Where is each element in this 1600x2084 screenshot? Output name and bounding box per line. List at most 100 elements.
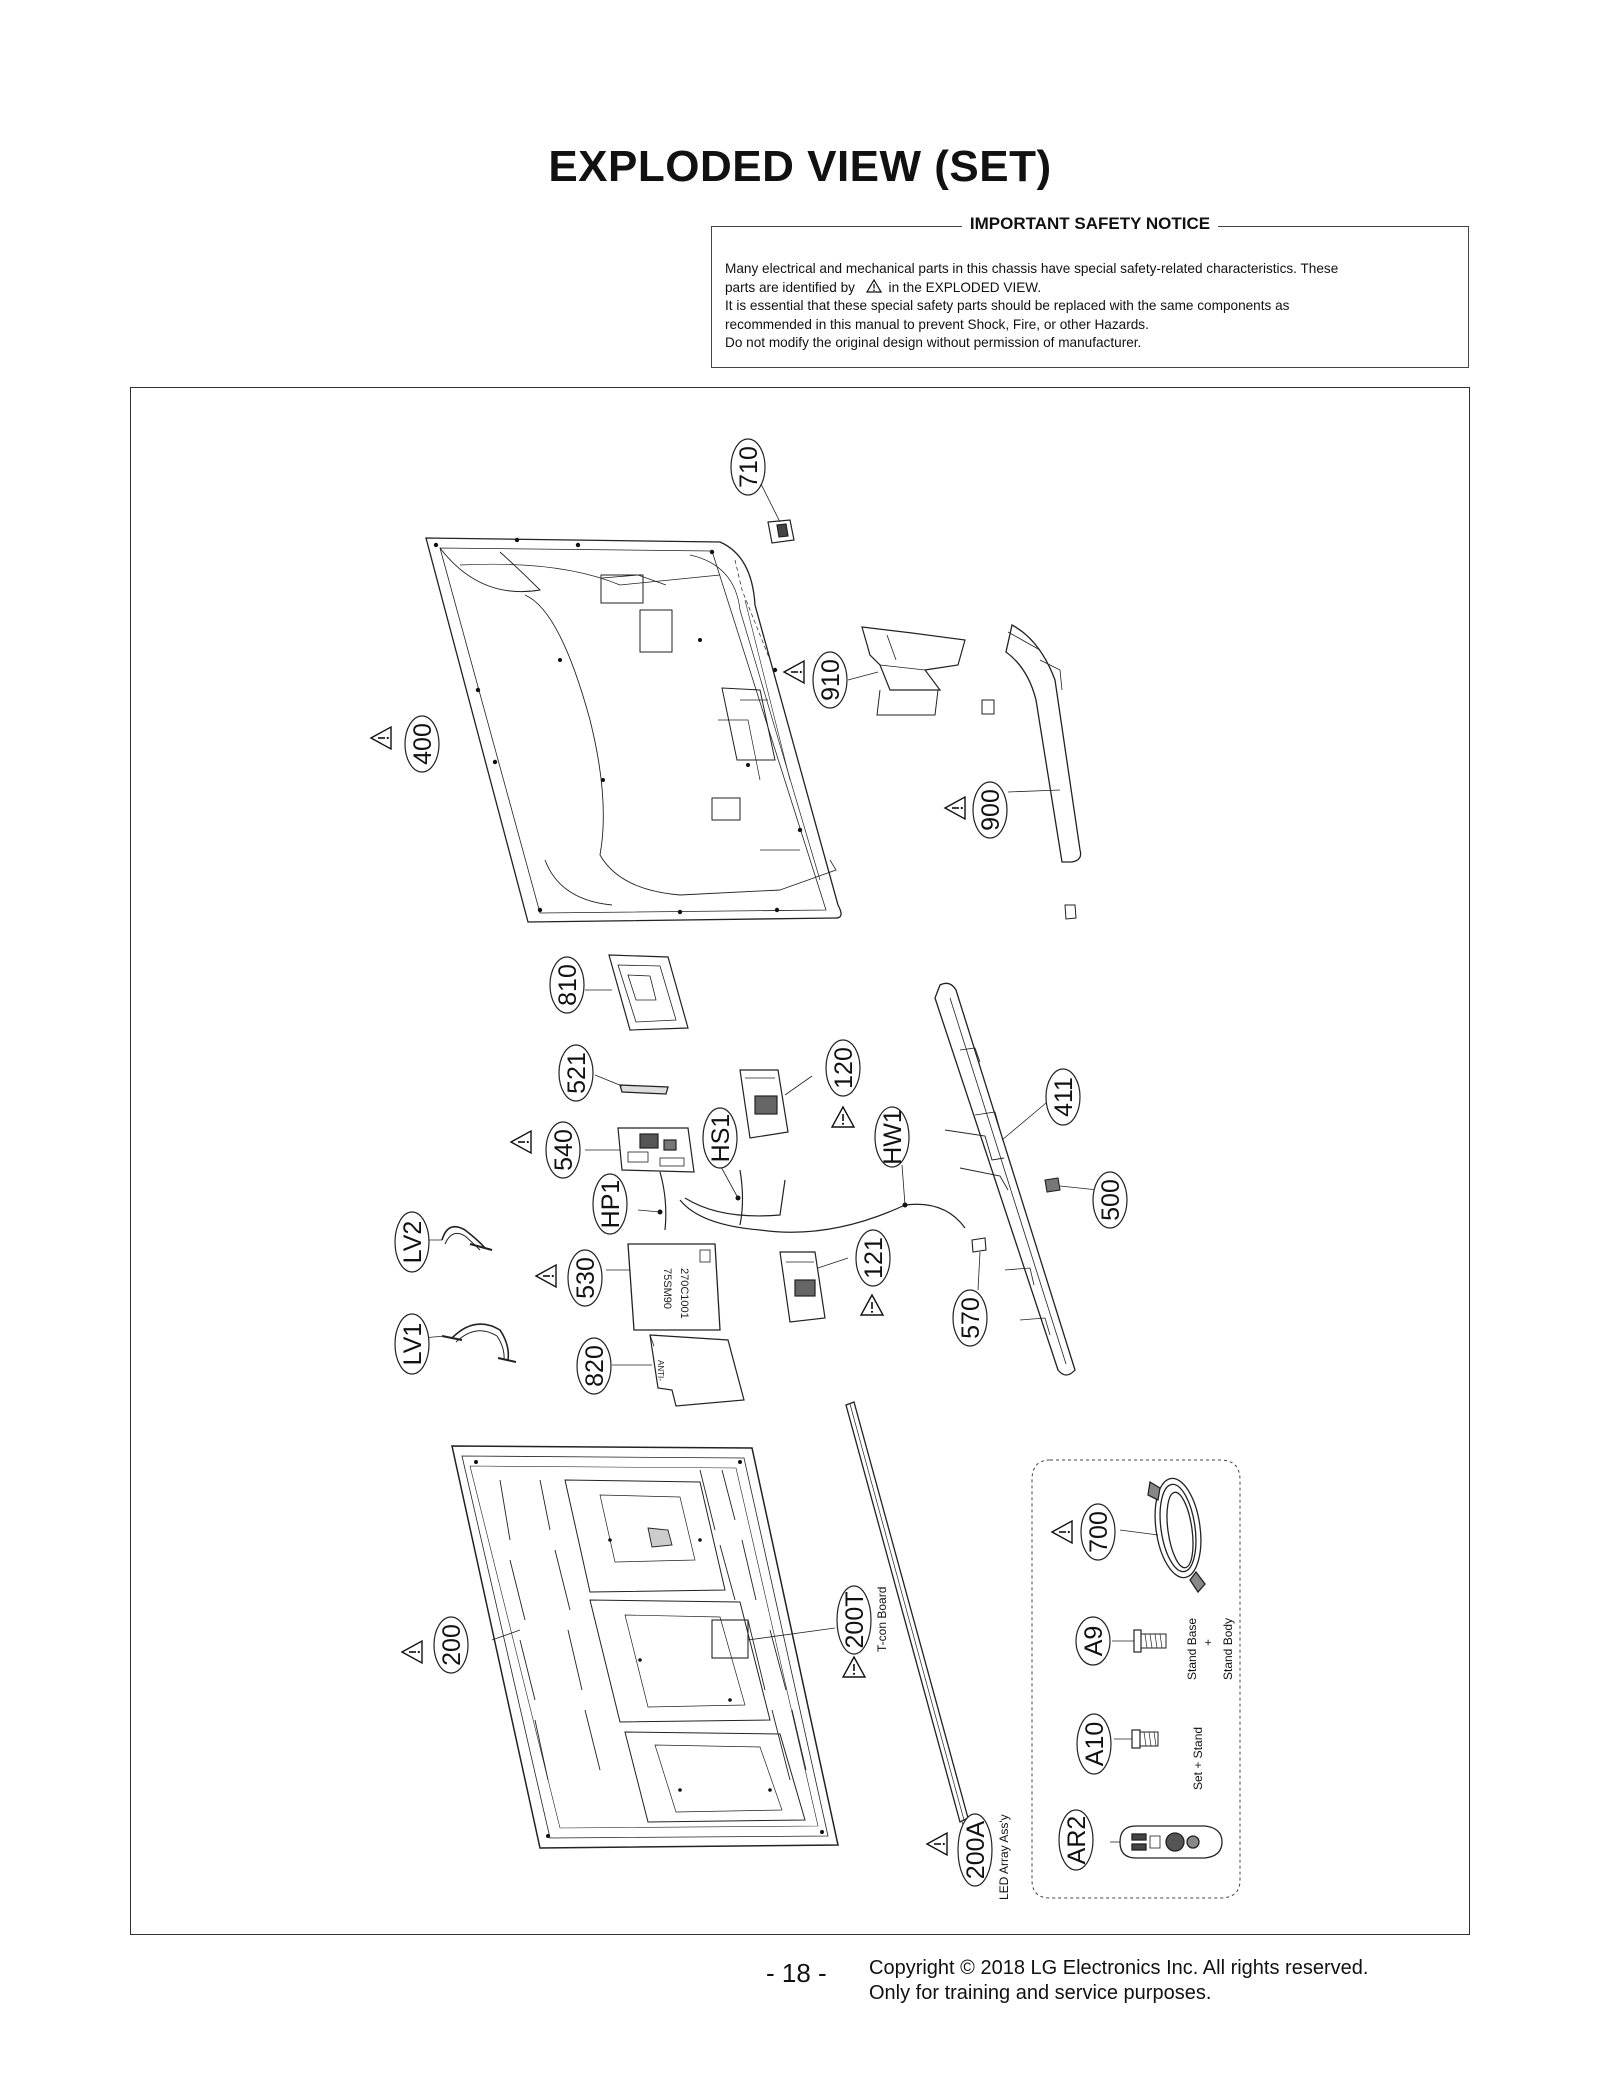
part-label-411: 411 bbox=[1045, 1068, 1081, 1126]
part-label-200a: 200A bbox=[957, 1813, 993, 1887]
warning-triangle-icon bbox=[535, 1264, 557, 1288]
safety-notice-heading: IMPORTANT SAFETY NOTICE bbox=[961, 214, 1219, 233]
bracket-710-part bbox=[767, 519, 795, 544]
svg-text:820: 820 bbox=[581, 1345, 609, 1387]
part-label-200: 200 bbox=[433, 1616, 469, 1674]
accessories-box bbox=[1031, 1459, 1241, 1899]
stand-base-caption: Stand Base bbox=[1185, 1618, 1199, 1680]
svg-text:810: 810 bbox=[554, 964, 582, 1006]
purpose-line: Only for training and service purposes. bbox=[869, 1982, 1212, 2004]
safety-notice-box: IMPORTANT SAFETY NOTICE Many electrical … bbox=[711, 214, 1469, 368]
warning-triangle-icon bbox=[842, 1656, 866, 1678]
warning-triangle-icon bbox=[510, 1130, 532, 1154]
set-stand-caption: Set + Stand bbox=[1191, 1727, 1205, 1790]
warning-triangle-icon bbox=[401, 1640, 423, 1664]
svg-text:A10: A10 bbox=[1081, 1722, 1109, 1766]
warning-triangle-icon bbox=[944, 796, 966, 820]
svg-text:400: 400 bbox=[409, 723, 437, 765]
part-label-200t: 200T bbox=[836, 1585, 872, 1655]
warning-triangle-icon bbox=[831, 1106, 855, 1128]
back-cover-part bbox=[425, 537, 842, 923]
part-label-540: 540 bbox=[545, 1121, 581, 1179]
svg-text:570: 570 bbox=[957, 1297, 985, 1339]
svg-text:900: 900 bbox=[977, 789, 1005, 831]
screw-a10-part bbox=[1131, 1729, 1159, 1749]
warning-triangle-icon bbox=[860, 1294, 884, 1316]
screw-a9-part bbox=[1133, 1629, 1167, 1653]
display-module-screws bbox=[474, 1460, 824, 1838]
warning-triangle-icon bbox=[783, 660, 805, 684]
part-label-710: 710 bbox=[730, 438, 766, 496]
plus-caption: + bbox=[1201, 1639, 1215, 1646]
svg-text:700: 700 bbox=[1085, 1511, 1113, 1553]
notice-line-3: It is essential that these special safet… bbox=[725, 298, 1290, 313]
part-label-900: 900 bbox=[972, 781, 1008, 839]
stand-body-900-part bbox=[1005, 624, 1082, 863]
ir-receiver-500-part bbox=[1044, 1177, 1061, 1193]
display-module-200-part bbox=[451, 1445, 839, 1849]
part-label-hs1: HS1 bbox=[702, 1107, 738, 1169]
plate-810-part bbox=[608, 954, 689, 1031]
part-label-hw1: HW1 bbox=[874, 1106, 910, 1168]
warning-triangle-icon bbox=[926, 1832, 948, 1856]
svg-text:A9: A9 bbox=[1080, 1626, 1108, 1657]
notice-line-4: recommended in this manual to prevent Sh… bbox=[725, 316, 1149, 332]
part-label-hp1: HP1 bbox=[592, 1173, 628, 1235]
part-label-521: 521 bbox=[558, 1044, 594, 1102]
svg-text:530: 530 bbox=[572, 1257, 600, 1299]
part-label-ar2: AR2 bbox=[1058, 1809, 1094, 1871]
part-label-500: 500 bbox=[1092, 1171, 1128, 1229]
part-label-570: 570 bbox=[952, 1289, 988, 1347]
svg-text:910: 910 bbox=[817, 659, 845, 701]
copyright-line: Copyright © 2018 LG Electronics Inc. All… bbox=[869, 1957, 1369, 1979]
svg-text:500: 500 bbox=[1097, 1179, 1125, 1221]
svg-text:HW1: HW1 bbox=[879, 1109, 907, 1165]
svg-text:200: 200 bbox=[438, 1624, 466, 1666]
part-label-910: 910 bbox=[812, 651, 848, 709]
svg-text:121: 121 bbox=[860, 1237, 888, 1279]
svg-text:540: 540 bbox=[550, 1129, 578, 1171]
bottom-cover-411-part bbox=[934, 982, 1076, 1376]
part-label-a10: A10 bbox=[1076, 1713, 1112, 1775]
lvds-cable-lv1-part bbox=[441, 1323, 517, 1363]
part-labels: 710 910 900 400 810 521 120 540 HS1 HW1 … bbox=[394, 438, 1128, 1887]
back-cover-screws bbox=[433, 537, 803, 915]
speaker-121-part bbox=[779, 1251, 826, 1323]
page-number: - 18 - bbox=[766, 1958, 827, 1988]
svg-text:HS1: HS1 bbox=[707, 1114, 735, 1163]
tcon-board-caption: T-con Board bbox=[875, 1587, 889, 1652]
warning-triangle-icon bbox=[865, 278, 882, 293]
part-label-121: 121 bbox=[855, 1229, 891, 1287]
svg-text:200A: 200A bbox=[962, 1820, 990, 1879]
svg-text:200T: 200T bbox=[841, 1592, 869, 1649]
svg-text:AR2: AR2 bbox=[1063, 1816, 1091, 1865]
shield-sheet-820-part bbox=[649, 1334, 745, 1407]
svg-text:120: 120 bbox=[830, 1047, 858, 1089]
part-label-120: 120 bbox=[825, 1039, 861, 1097]
notice-line-1: Many electrical and mechanical parts in … bbox=[725, 261, 1339, 276]
footer-copyright: Copyright © 2018 LG Electronics Inc. All… bbox=[869, 1956, 1368, 2006]
wire-harness-part bbox=[659, 1169, 966, 1233]
part-label-810: 810 bbox=[549, 956, 585, 1014]
speaker-120-part bbox=[739, 1069, 789, 1139]
part-label-820: 820 bbox=[576, 1337, 612, 1395]
part-label-530: 530 bbox=[567, 1249, 603, 1307]
svg-text:LV1: LV1 bbox=[399, 1323, 427, 1366]
diagram-frame bbox=[130, 387, 1470, 1935]
svg-text:LV2: LV2 bbox=[399, 1221, 427, 1264]
svg-text:710: 710 bbox=[735, 446, 763, 488]
part-label-400: 400 bbox=[404, 715, 440, 773]
bracket-521-part bbox=[619, 1084, 669, 1095]
lvds-cable-lv2-part bbox=[441, 1225, 493, 1251]
safety-markers bbox=[370, 660, 1073, 1856]
safety-notice-text: Many electrical and mechanical parts in … bbox=[725, 260, 1455, 353]
svg-text:521: 521 bbox=[563, 1052, 591, 1094]
stand-body-caption: Stand Body bbox=[1221, 1618, 1235, 1680]
warning-triangle-icon bbox=[1051, 1520, 1073, 1544]
part-label-lv2: LV2 bbox=[394, 1211, 430, 1273]
part-label-lv1: LV1 bbox=[394, 1313, 430, 1375]
led-array-caption: LED Array Ass'y bbox=[997, 1814, 1011, 1900]
stand-neck-910-part bbox=[861, 626, 966, 716]
page-title: EXPLODED VIEW (SET) bbox=[548, 142, 1052, 191]
